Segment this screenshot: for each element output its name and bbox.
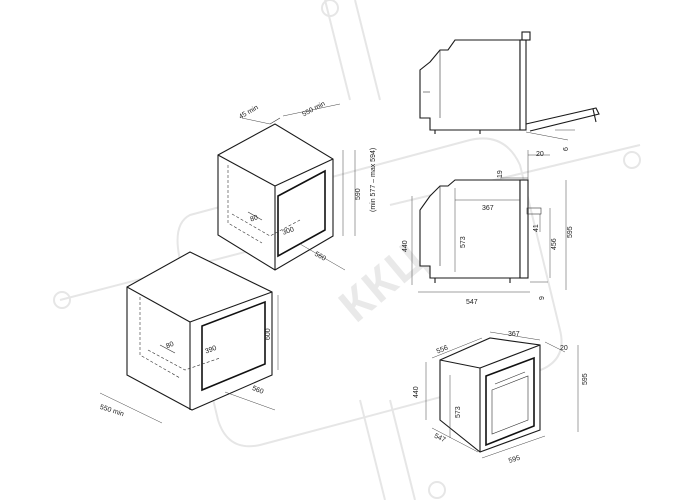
dim-height: 600 (265, 328, 272, 340)
dim-height-body: 440 (413, 386, 420, 398)
dim-bottom: 9 (539, 296, 546, 300)
dim-cut-width: 80 (249, 214, 259, 223)
dim-width: 560 (313, 251, 327, 263)
dim-top-min: 45 min (238, 104, 260, 121)
dim-gap: 20 (536, 151, 544, 158)
oven-side-view-open-door: 6 (419, 31, 600, 151)
dim-height-body: 440 (402, 240, 409, 252)
dim-depth-min: 550 min (301, 100, 326, 118)
dim-cut-depth: 390 (204, 345, 217, 356)
dim-width: 560 (251, 385, 265, 396)
dim-depth-min: 550 min (99, 404, 125, 418)
dim-niche-range: (min 577 – max 594) (370, 148, 377, 212)
dim-height-total: 595 (567, 226, 574, 238)
under-cabinet: 550 min 600 80 390 560 (99, 251, 279, 424)
dim-depth: 367 (482, 205, 494, 212)
dim-height-inner: 573 (460, 236, 467, 248)
dim-top: 19 (497, 170, 504, 178)
dim-foot: 6 (563, 147, 570, 151)
oven-side-view: 20 19 367 595 440 573 41 456 9 547 (402, 150, 574, 306)
dim-width: 595 (508, 455, 521, 465)
dim-top: 367 (508, 331, 520, 338)
dim-gap: 20 (560, 345, 568, 352)
dim-door: 41 (533, 224, 540, 232)
dim-cut-depth: 300 (282, 226, 295, 237)
dim-base-depth: 547 (433, 433, 447, 444)
oven-isometric-view: 556 367 20 595 440 573 547 595 (413, 331, 589, 465)
tall-cabinet: 45 min 550 min 590 (min 577 – max 594) 8… (217, 100, 377, 271)
dim-depth: 556 (436, 345, 450, 356)
dim-base: 547 (466, 299, 478, 306)
dim-height-inner: 573 (455, 406, 462, 418)
dim-panel: 456 (551, 238, 558, 250)
dim-height-total: 595 (582, 373, 589, 385)
dim-height: 590 (355, 188, 362, 200)
dim-cut-width: 80 (165, 341, 175, 350)
